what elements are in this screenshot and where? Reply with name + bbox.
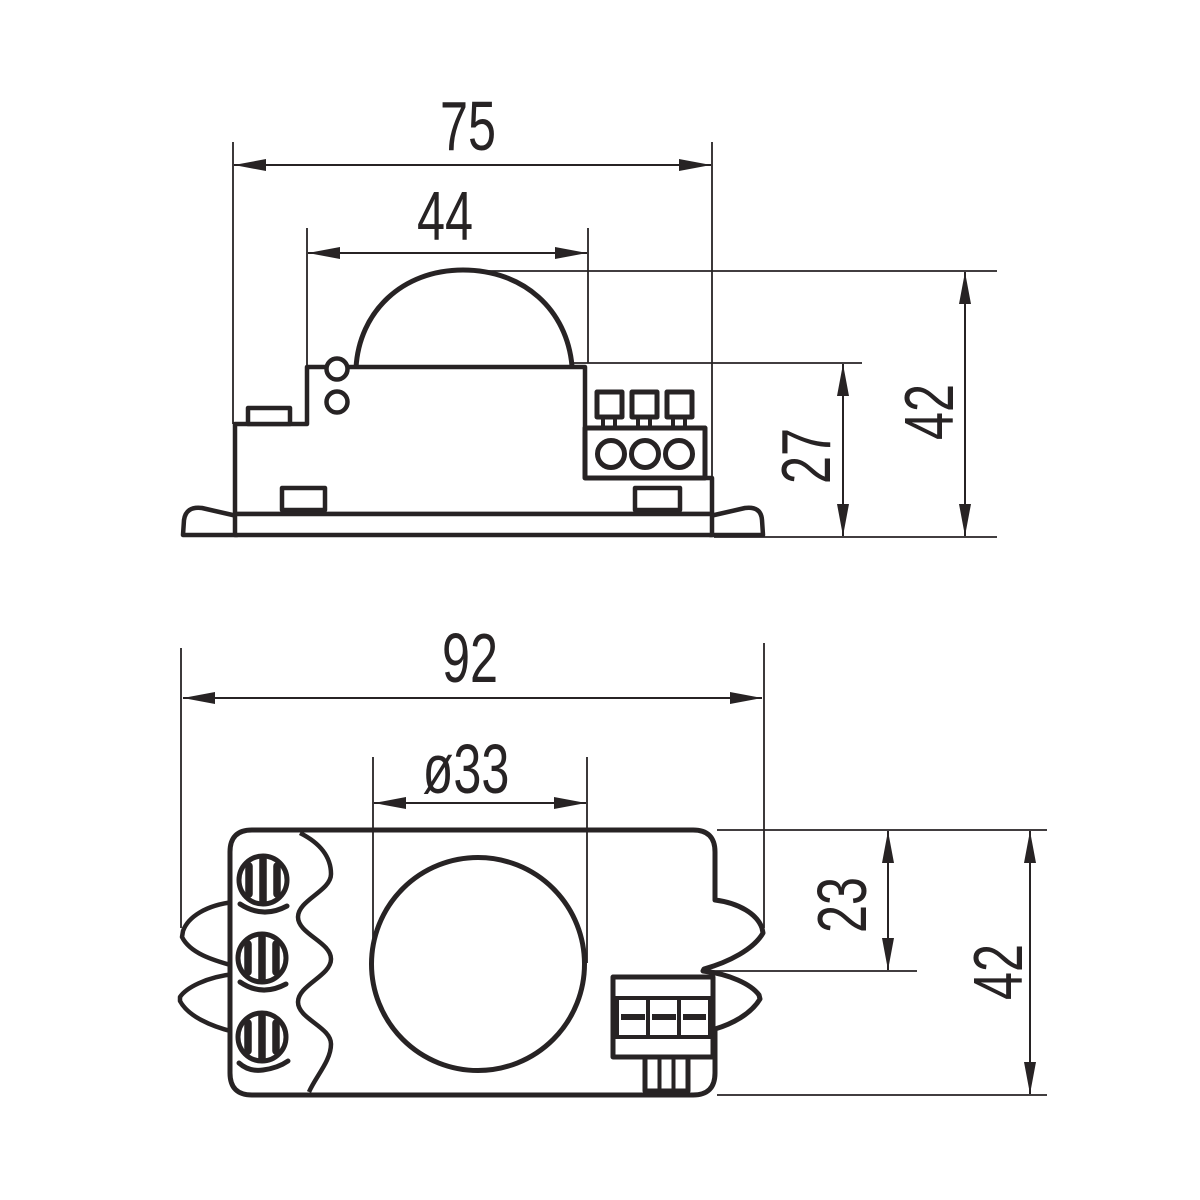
sensor-dome [353, 267, 575, 369]
connector-pins [642, 1054, 691, 1094]
spring-tab-upper-left [179, 899, 237, 969]
arrowhead-down [882, 938, 894, 970]
bottom-view-dimensions: 92 ø33 23 42 [180, 619, 1047, 1096]
arrowhead-right [679, 159, 711, 171]
arrowhead-down [1024, 1062, 1036, 1094]
arrowhead-left [183, 692, 215, 704]
spring-tab-lower-left [177, 971, 237, 1035]
side-view [180, 267, 766, 538]
terminal-screw-3 [664, 389, 695, 420]
arrowhead-up [959, 272, 971, 304]
terminal-cover-wavy-edge [295, 830, 334, 1093]
arrowhead-up [1024, 831, 1036, 863]
indicator-hole-top [324, 356, 350, 382]
flange-right [707, 505, 766, 538]
arrowhead-up [882, 831, 894, 863]
side-view-dimensions: 75 44 27 42 [232, 87, 997, 538]
arrowhead-left [374, 797, 406, 809]
terminal-screw-middle [235, 931, 289, 993]
bottom-clip-left [279, 485, 328, 513]
rotation-arc [236, 1058, 291, 1073]
terminal-hole-2 [629, 438, 661, 470]
arrowhead-up [837, 364, 849, 396]
dim-label-bottom-width: 92 [442, 619, 498, 697]
arrowhead-right [554, 797, 586, 809]
arrowhead-left [308, 247, 340, 259]
terminal-screw-1 [594, 389, 625, 420]
arrowhead-right [730, 692, 762, 704]
bottom-clip-right [632, 485, 683, 513]
rotation-arc [237, 901, 290, 915]
arrowhead-down [959, 504, 971, 536]
terminal-hole-3 [663, 438, 695, 470]
dim-label-dome-width: 44 [417, 177, 473, 255]
dim-label-side-width: 75 [440, 87, 496, 165]
terminal-screw-top [236, 853, 290, 915]
arrowhead-right [555, 247, 587, 259]
sensor-lens-circle [369, 855, 587, 1073]
bottom-view [177, 827, 766, 1098]
side-mounting-tab [245, 405, 293, 427]
arrowhead-left [234, 159, 266, 171]
dim-label-body-height: 27 [767, 428, 845, 484]
rotation-arc [237, 979, 289, 993]
arrowhead-down [837, 504, 849, 536]
flange-left [180, 505, 240, 538]
dim-label-bottom-height: 42 [959, 944, 1037, 1000]
terminal-hole-1 [595, 438, 627, 470]
terminal-screw-2 [629, 389, 660, 420]
terminal-screw-bottom [235, 1010, 291, 1073]
connector-terminal-block [610, 974, 716, 1060]
dim-label-side-height: 42 [890, 384, 968, 440]
dim-label-terminal-depth: 23 [803, 877, 881, 933]
indicator-hole-bottom [324, 389, 350, 415]
dim-label-lens-diameter: ø33 [423, 730, 510, 808]
base-plate [232, 511, 715, 538]
